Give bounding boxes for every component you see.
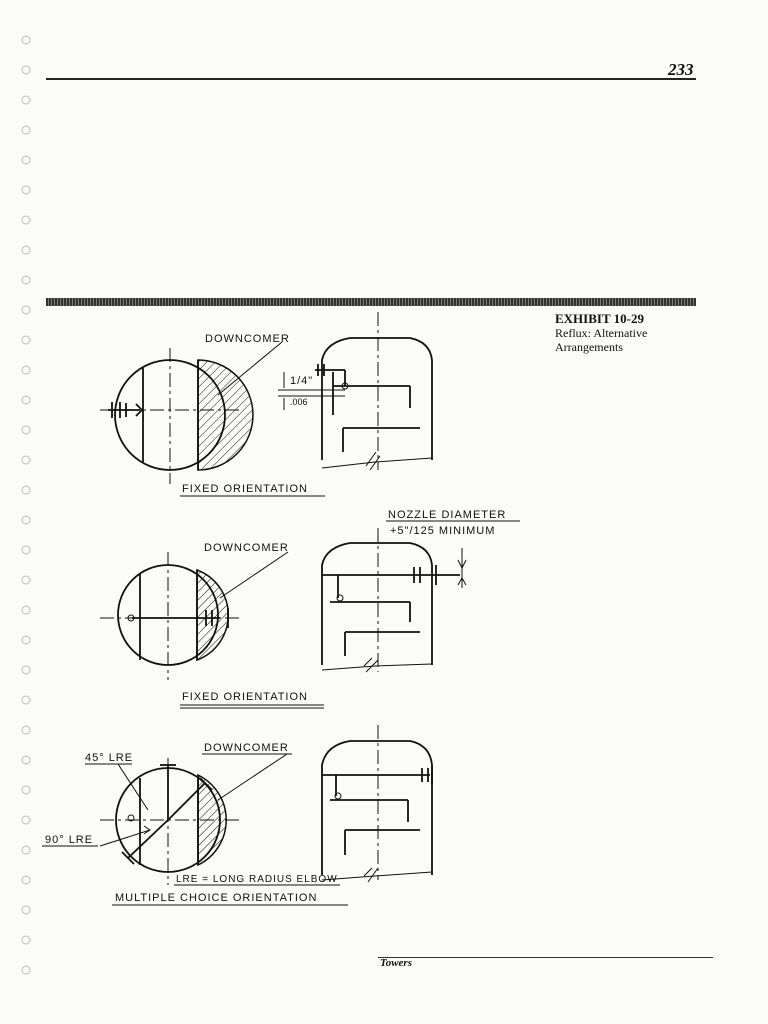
dimension-bottom-1: .006 [290,397,308,407]
exhibit-title: EXHIBIT 10-29 [555,311,644,326]
plan-view-1 [100,348,254,484]
plan-view-2 [100,552,240,680]
figure-1: DOWNCOMER 1/4" .006 FIXED ORIENTATION [100,312,433,497]
nozzle-label-line2: +5"/125 MINIMUM [390,525,495,537]
exhibit-caption: EXHIBIT 10-29 Reflux: Alternative Arrang… [555,311,705,355]
footer-section-title: Towers [380,957,412,969]
downcomer-label-1: DOWNCOMER [205,333,290,345]
top-rule [46,78,696,80]
binder-holes [21,35,31,975]
dimension-top-1: 1/4" [290,375,313,387]
figure-2: NOZZLE DIAMETER +5"/125 MINIMUM DOWNCOME… [100,509,520,709]
downcomer-label-3: DOWNCOMER [204,742,289,754]
figure-3: DOWNCOMER 45° LRE 90° LRE [42,725,433,906]
orientation-label-1: FIXED ORIENTATION [182,483,308,495]
footer-rule [378,957,713,958]
elbow-45-label: 45° LRE [85,752,133,764]
lre-legend: LRE = LONG RADIUS ELBOW [176,874,338,885]
elbow-90-label: 90° LRE [45,834,93,846]
elevation-view-2 [321,528,467,673]
orientation-label-2: FIXED ORIENTATION [182,691,308,703]
section-band [46,298,696,306]
page-number: 233 [668,60,694,79]
downcomer-leader-1 [217,341,283,396]
nozzle-label-line1: NOZZLE DIAMETER [388,509,506,521]
elevation-view-1 [315,312,433,471]
dimension-1 [278,372,345,410]
exhibit-caption-line2: Arrangements [555,340,623,354]
downcomer-label-2: DOWNCOMER [204,542,289,554]
exhibit-caption-line1: Reflux: Alternative [555,326,648,340]
orientation-label-3: MULTIPLE CHOICE ORIENTATION [115,892,317,904]
elevation-view-3 [321,725,433,883]
plan-view-3 [99,758,240,885]
